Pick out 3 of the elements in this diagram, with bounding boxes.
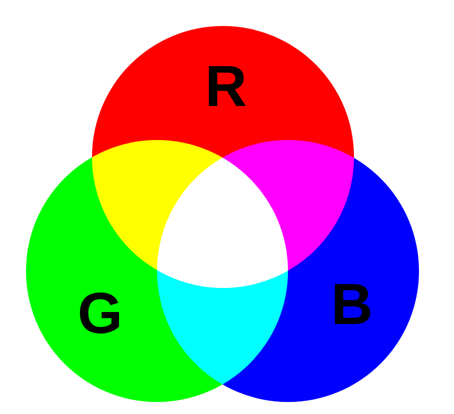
channel-letter: G bbox=[77, 290, 123, 338]
channel-letter: B bbox=[331, 282, 373, 328]
channel-letter: R bbox=[205, 64, 247, 110]
